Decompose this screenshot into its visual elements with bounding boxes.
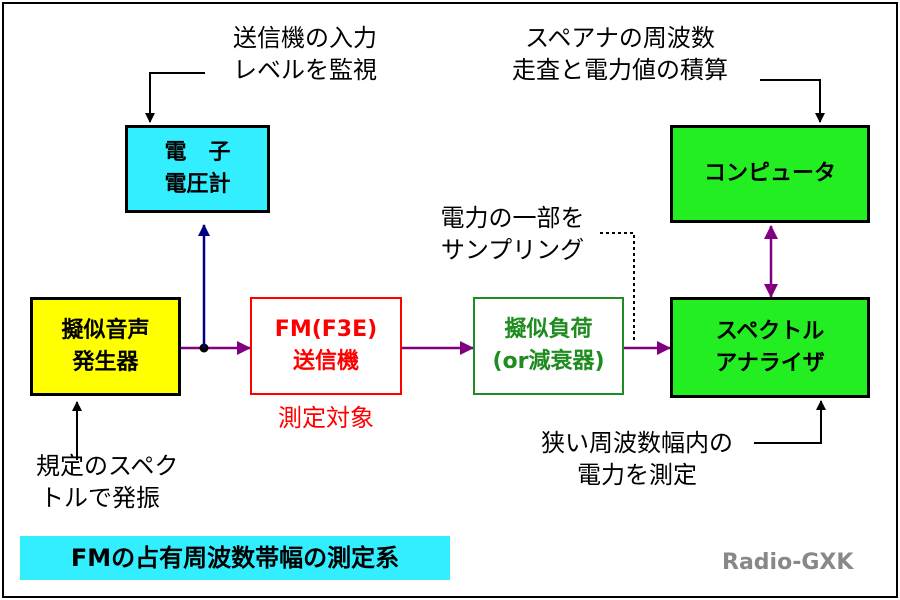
measure-note-arrow — [754, 400, 826, 444]
audio-generator-box: 擬似音声 発生器 — [30, 297, 181, 396]
watermark: Radio-GXK — [722, 550, 854, 575]
fm-transmitter-box: FM(F3E) 送信機 — [250, 297, 402, 395]
transmitter-label-line1: FM(F3E) — [274, 317, 378, 342]
transmitter-label-line2: 送信機 — [292, 349, 359, 374]
computer-note-arrow — [760, 79, 825, 123]
generator-label-line2: 発生器 — [72, 349, 139, 375]
voltmeter-label-line1: 電 子 — [164, 140, 231, 165]
computer-label: コンピュータ — [703, 161, 836, 186]
dummy-load-box: 擬似負荷 (or減衰器) — [473, 297, 624, 395]
load-label-line2: (or減衰器) — [492, 349, 605, 374]
load-label-line1: 擬似負荷 — [504, 317, 593, 342]
monitor-arrow — [145, 72, 205, 123]
generator-label-line1: 擬似音声 — [61, 317, 150, 343]
diagram-title: FMの占有周波数帯幅の測定系 — [20, 536, 450, 580]
analyzer-label-line2: アナライザ — [715, 350, 825, 376]
measure-note: 狭い周波数幅内の 電力を測定 — [541, 429, 733, 489]
computer-note: スペアナの周波数 走査と電力値の積算 — [512, 24, 728, 84]
voltmeter-label-line2: 電圧計 — [164, 172, 231, 197]
electronic-voltmeter-box: 電 子 電圧計 — [125, 125, 270, 213]
sampling-note: 電力の一部を サンプリング — [440, 204, 585, 264]
monitor-note: 送信機の入力 レベルを監視 — [233, 24, 377, 84]
analyzer-label-line1: スペクトル — [715, 318, 825, 344]
spectrum-analyzer-box: スペクトル アナライザ — [670, 297, 870, 398]
spec-note: 規定のスペク トルで発振 — [36, 452, 179, 512]
computer-box: コンピュータ — [670, 125, 870, 223]
dut-note: 測定対象 — [278, 404, 374, 432]
